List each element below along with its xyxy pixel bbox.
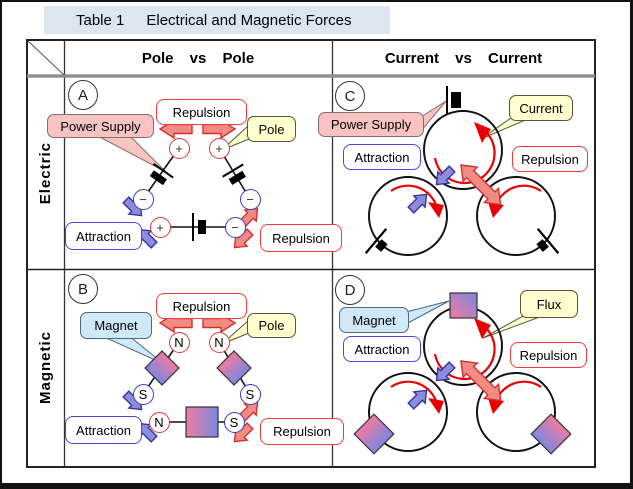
battery-icon — [536, 228, 560, 254]
plus-pole: + — [149, 216, 171, 238]
flux-loop — [476, 372, 556, 452]
cell-b-pole-callout: Pole — [247, 313, 296, 338]
flux-loop — [368, 372, 448, 452]
row-header-electric: Electric — [37, 141, 54, 205]
cell-b-repulsion-label: Repulsion — [260, 418, 344, 445]
repulsion-double-arrow — [460, 360, 502, 402]
cell-a-badge: A — [68, 80, 98, 110]
current-loop — [368, 176, 448, 256]
cell-a-power-supply-callout: Power Supply — [47, 114, 154, 138]
cell-c-power-supply-callout: Power Supply — [318, 112, 424, 137]
cell-b-magnet-callout: Magnet — [80, 312, 152, 339]
magnet-icon — [530, 413, 572, 455]
cell-d-repulsion-label: Repulsion — [510, 342, 587, 368]
magnet-icon — [353, 413, 395, 455]
north-pole: N — [148, 411, 170, 433]
magnet-icon — [216, 350, 252, 386]
plus-pole: + — [208, 137, 230, 159]
cell-a-repulsion-label: Repulsion — [260, 224, 342, 252]
figure-title: Table 1 Electrical and Magnetic Forces — [44, 6, 390, 34]
magnet-icon — [449, 292, 478, 319]
cell-d-magnet-callout: Magnet — [339, 307, 409, 333]
power-supply-callout-tail — [93, 133, 167, 173]
cell-b-repulsion-top-label: Repulsion — [156, 293, 247, 319]
south-pole: S — [132, 383, 154, 405]
cell-c-current-callout: Current — [509, 95, 573, 121]
minus-pole: − — [239, 188, 261, 210]
cell-d-attraction-label: Attraction — [343, 336, 421, 362]
cell-d-flux-callout: Flux — [520, 290, 578, 318]
attraction-arrow — [407, 389, 428, 410]
repulsion-arrow — [238, 401, 259, 422]
cell-a-attraction-label: Attraction — [65, 222, 142, 250]
column-header-current-vs-current: Current vs Current — [384, 49, 543, 67]
cell-c-attraction-label: Attraction — [343, 144, 421, 170]
battery-icon — [364, 228, 388, 254]
attraction-arrow — [435, 361, 456, 382]
attraction-arrow — [137, 422, 158, 443]
flux-callout-tail — [482, 314, 546, 339]
figure-title-label: Table 1 — [76, 11, 125, 29]
flux-direction-arc — [390, 380, 439, 405]
cell-c-repulsion-label: Repulsion — [512, 146, 588, 172]
north-pole: N — [168, 331, 190, 353]
minus-pole: − — [132, 188, 154, 210]
repulsion-double-arrow — [460, 164, 502, 206]
figure-title-text: Electrical and Magnetic Forces — [146, 11, 352, 29]
table-grid — [26, 39, 596, 468]
cell-a-pole-callout: Pole — [247, 116, 296, 142]
repulsion-arrow — [233, 422, 254, 443]
attraction-arrow — [435, 165, 456, 186]
column-header-pole-vs-pole: Pole vs Pole — [141, 49, 255, 67]
battery-icon — [222, 163, 246, 185]
cell-b-attraction-label: Attraction — [65, 416, 142, 444]
north-pole: N — [208, 331, 230, 353]
magnet-icon — [185, 406, 219, 438]
south-pole: S — [239, 383, 261, 405]
cell-c-art — [364, 86, 560, 256]
minus-pole: − — [224, 216, 246, 238]
repulsion-arrow — [233, 228, 254, 249]
current-loop — [476, 176, 556, 256]
corner-diagonal — [27, 40, 65, 76]
row-header-magnetic: Magnetic — [37, 331, 54, 405]
plus-pole: + — [168, 137, 190, 159]
cell-d-badge: D — [335, 275, 365, 305]
magnet-icon — [144, 350, 180, 386]
cell-d-art — [353, 292, 572, 455]
battery-icon — [149, 163, 174, 186]
cell-a-repulsion-top-label: Repulsion — [156, 99, 247, 125]
attraction-arrow — [137, 228, 158, 249]
cell-c-badge: C — [335, 81, 365, 111]
current-loop — [423, 110, 503, 190]
south-pole: S — [223, 411, 245, 433]
battery-icon — [192, 213, 206, 241]
cell-b-badge: B — [68, 274, 98, 304]
current-direction-arc — [390, 184, 439, 209]
attraction-arrow — [407, 193, 428, 214]
